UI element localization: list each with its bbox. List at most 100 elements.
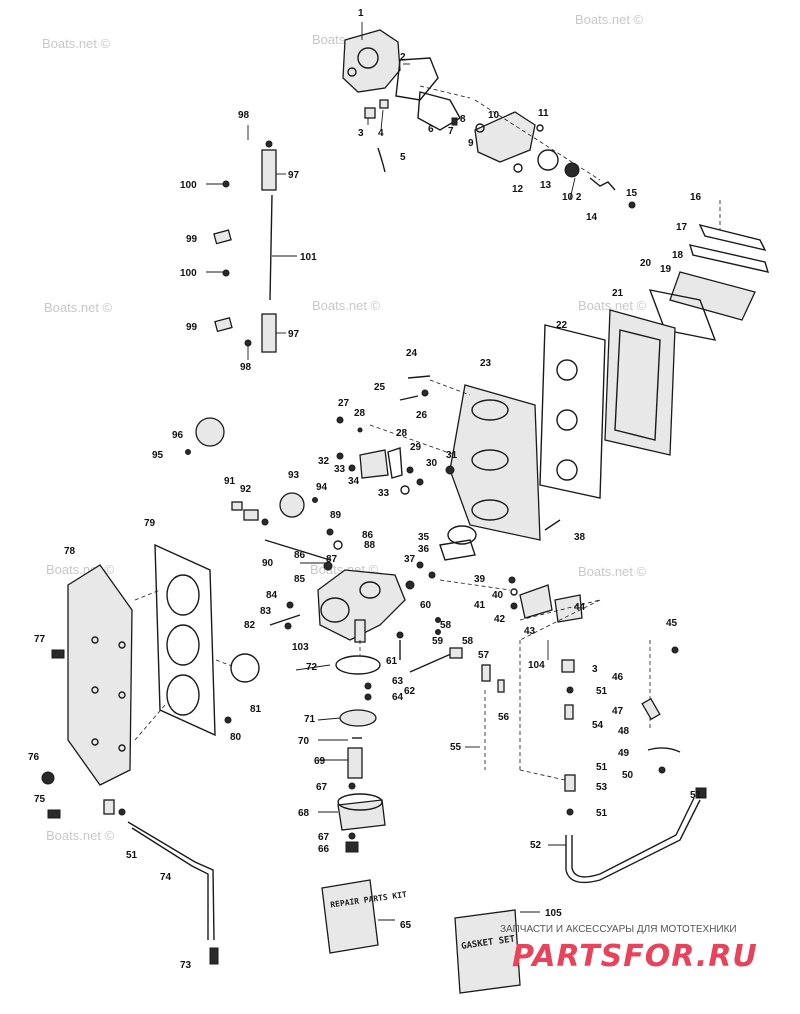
callout: 97 xyxy=(288,329,300,340)
solenoid xyxy=(554,594,583,623)
callout: 1 xyxy=(358,8,364,19)
fuel-pump-assembly xyxy=(342,29,636,209)
callout: 31 xyxy=(446,450,458,461)
link-bracket-bottom xyxy=(261,313,277,353)
pump-gasket xyxy=(395,57,439,101)
reed-plate xyxy=(604,309,676,456)
callout: 98 xyxy=(240,362,252,373)
callout: 89 xyxy=(330,510,342,521)
reed-stop xyxy=(698,223,767,252)
float-bowl xyxy=(337,799,386,831)
link-bracket-top xyxy=(261,149,277,191)
carburetor-body xyxy=(317,569,406,641)
watermark: Boats.net © xyxy=(575,12,644,27)
callout: 30 xyxy=(426,458,438,469)
callout: 49 xyxy=(618,748,630,759)
pump-impeller xyxy=(537,149,559,171)
plug xyxy=(41,771,55,785)
callout: 82 xyxy=(244,620,256,631)
callout: 86 xyxy=(362,530,374,541)
callout: 6 xyxy=(428,124,434,135)
callout: 11 xyxy=(538,108,549,119)
callout: 60 xyxy=(420,600,432,611)
watermark: Boats.net © xyxy=(42,36,111,51)
reed-valve-stack xyxy=(539,200,770,499)
callout: 42 xyxy=(494,614,506,625)
callout: 22 xyxy=(556,320,568,331)
callout: 33 xyxy=(378,488,390,499)
callout: 7 xyxy=(448,126,454,137)
callout: 98 xyxy=(238,110,250,121)
callout: 27 xyxy=(338,398,350,409)
callout: 12 xyxy=(512,184,524,195)
callout: 2 xyxy=(400,52,406,63)
callout: 66 xyxy=(318,844,330,855)
watermark: Boats.net © xyxy=(578,564,647,579)
intake-gasket xyxy=(539,324,606,499)
callout: 103 xyxy=(292,642,309,653)
callout: 28 xyxy=(354,408,366,419)
callout: 67 xyxy=(316,782,328,793)
reed-gasket xyxy=(648,289,717,341)
callout: 74 xyxy=(160,872,172,883)
repair-kit-box xyxy=(321,879,379,954)
callout: 96 xyxy=(172,430,184,441)
throttle-plate xyxy=(279,492,305,518)
callout: 58 xyxy=(462,636,474,647)
callout: 87 xyxy=(326,554,338,565)
callout: 51 xyxy=(690,790,702,801)
callout: 35 xyxy=(418,532,430,543)
gasket-set-box xyxy=(454,909,521,994)
float xyxy=(339,709,377,727)
callout: 17 xyxy=(676,222,688,233)
callout: 92 xyxy=(240,484,252,495)
callout: 70 xyxy=(298,736,310,747)
callout: 64 xyxy=(392,692,404,703)
watermark: Boats.net © xyxy=(44,300,113,315)
callout: 62 xyxy=(404,686,416,697)
callout: 19 xyxy=(660,264,672,275)
callout: 80 xyxy=(230,732,242,743)
callout: 83 xyxy=(260,606,272,617)
throttle-linkage xyxy=(213,140,277,353)
callout: 90 xyxy=(262,558,274,569)
callout: 36 xyxy=(418,544,430,555)
needle-parts xyxy=(396,617,505,770)
callout: 41 xyxy=(474,600,486,611)
fuel-pump-body xyxy=(342,29,401,93)
callout: 24 xyxy=(406,348,418,359)
brand-tagline: ЗАПЧАСТИ И АКСЕССУАРЫ ДЛЯ МОТОТЕХНИКИ xyxy=(500,924,737,935)
callout: 73 xyxy=(180,960,192,971)
callout: 77 xyxy=(34,634,46,645)
callout: 85 xyxy=(294,574,306,585)
callout: 91 xyxy=(224,476,236,487)
callout: 8 xyxy=(460,114,466,125)
callout: 48 xyxy=(618,726,630,737)
callout: 18 xyxy=(672,250,684,261)
callout: 72 xyxy=(306,662,318,673)
callout: 47 xyxy=(612,706,624,717)
callout: 67 xyxy=(318,832,330,843)
callout: 23 xyxy=(480,358,492,369)
callout: 4 xyxy=(378,128,384,139)
callout: 54 xyxy=(592,720,604,731)
callout: 63 xyxy=(392,676,404,687)
callout: 44 xyxy=(574,602,586,613)
callout: 34 xyxy=(348,476,360,487)
callout: 32 xyxy=(318,456,330,467)
brand-logo: PARTSFOR.RU xyxy=(512,939,758,974)
callout: 37 xyxy=(404,554,416,565)
callout: 16 xyxy=(690,192,702,203)
callout: 95 xyxy=(152,450,164,461)
fitting xyxy=(561,659,575,673)
callout: 26 xyxy=(416,410,428,421)
callout: 9 xyxy=(468,138,474,149)
callout: 104 xyxy=(528,660,545,671)
exhaust-cover xyxy=(67,564,133,786)
gasket xyxy=(154,543,216,737)
callout: 5 xyxy=(400,152,406,163)
callout: 55 xyxy=(450,742,462,753)
callout: 50 xyxy=(622,770,634,781)
callout: 53 xyxy=(596,782,608,793)
callout: 51 xyxy=(596,808,608,819)
